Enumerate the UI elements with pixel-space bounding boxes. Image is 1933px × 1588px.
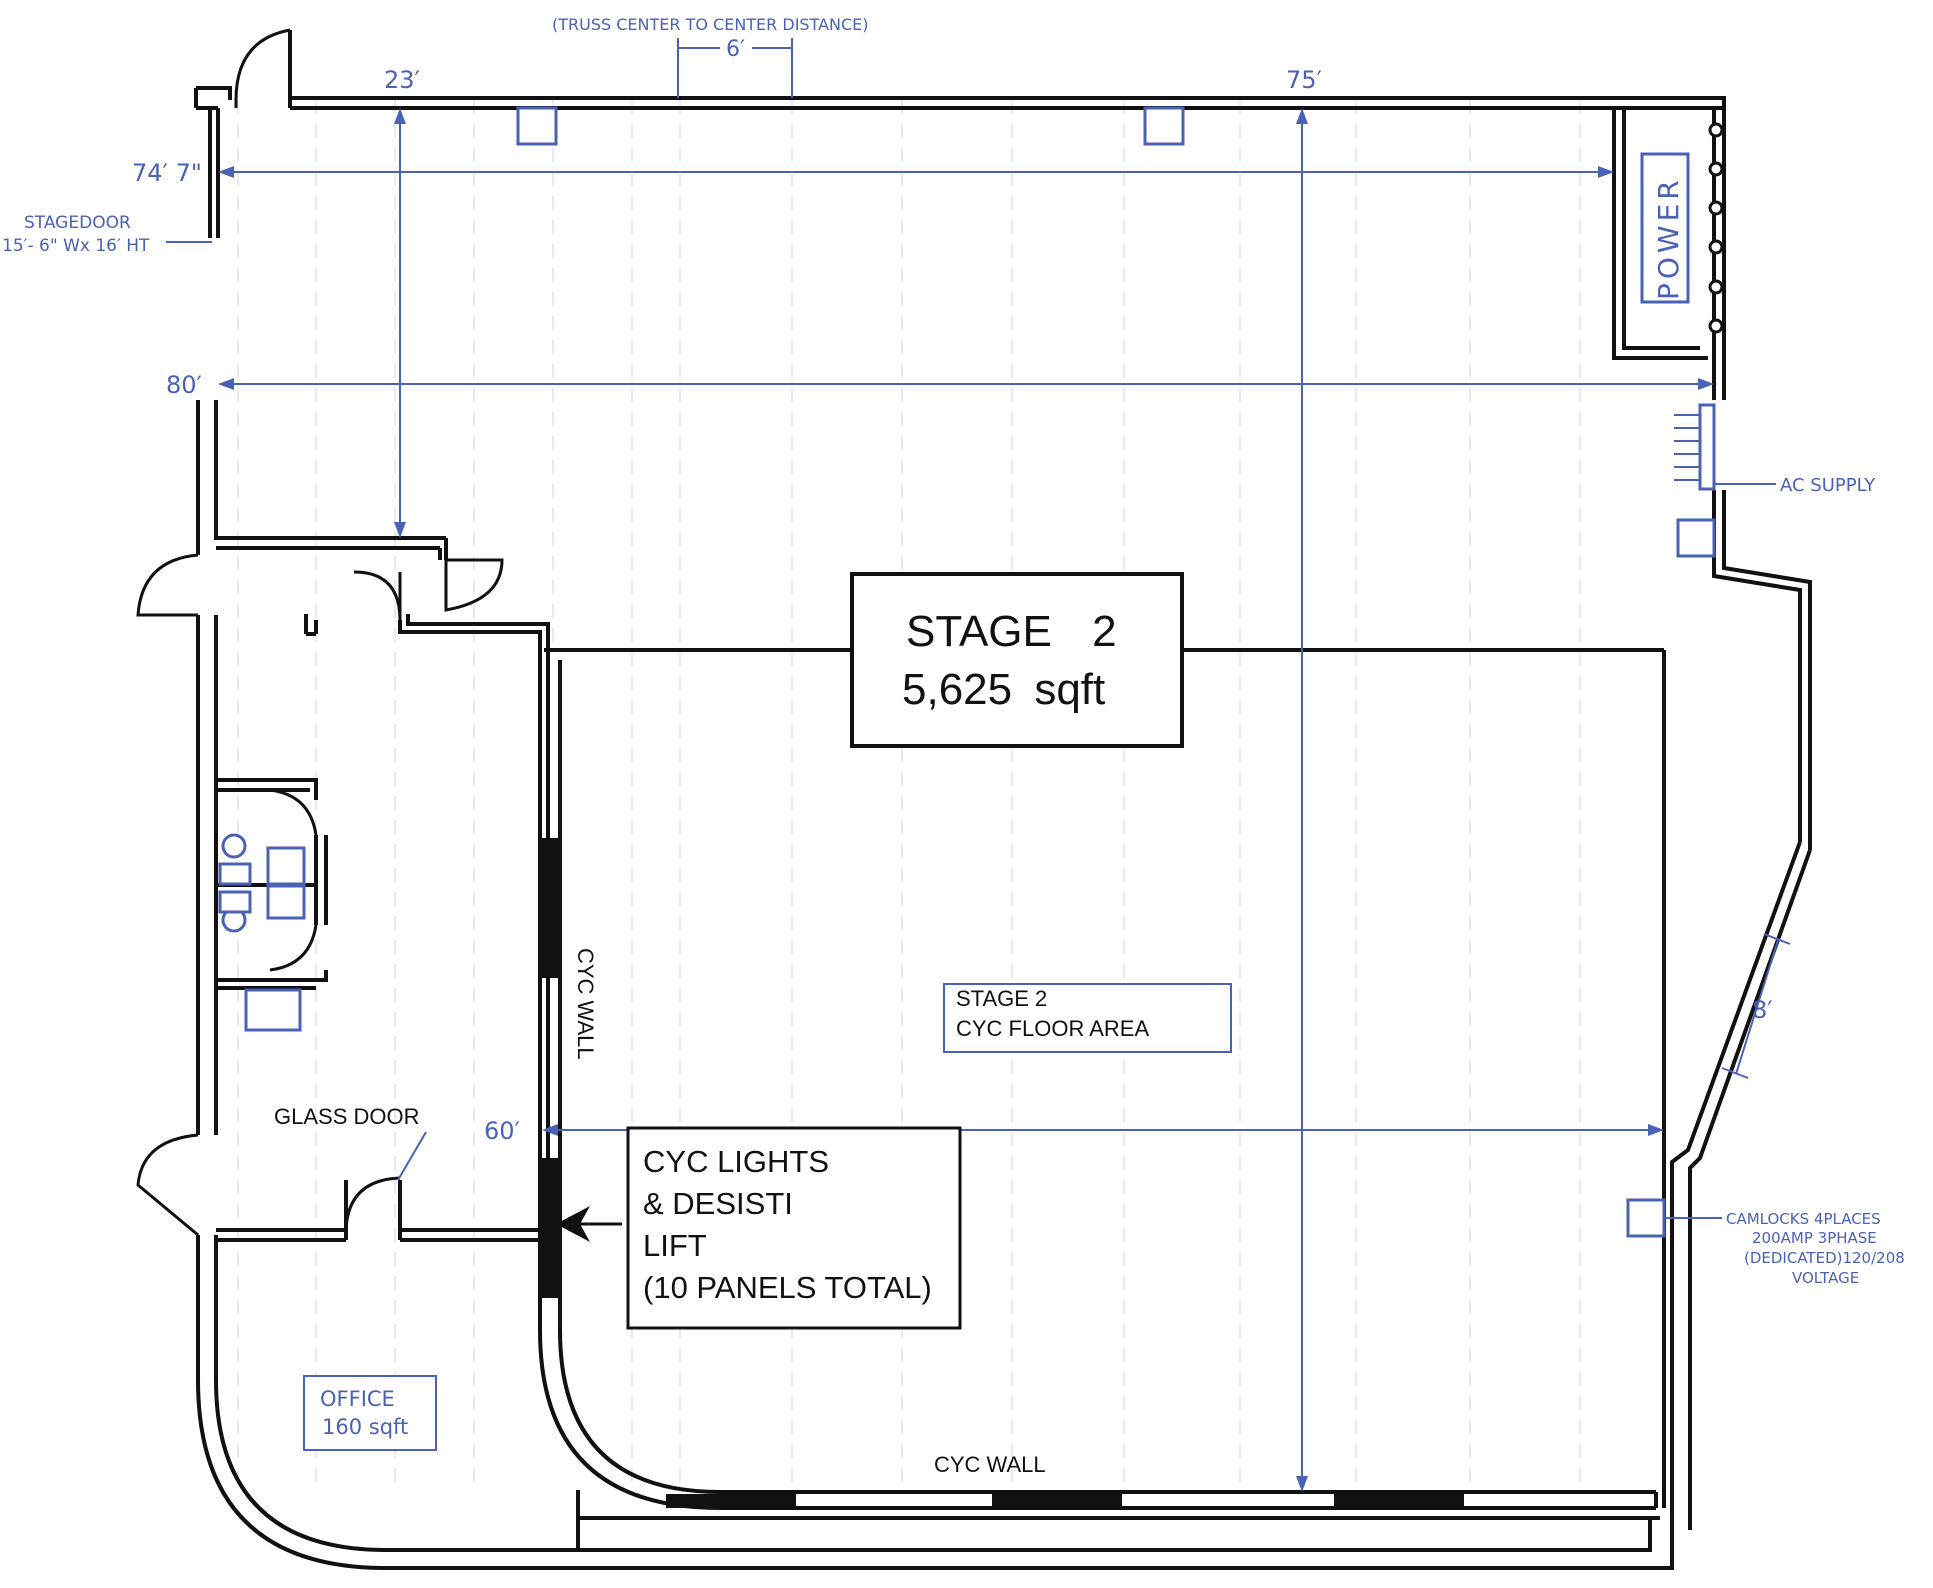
truss-note: (TRUSS CENTER TO CENTER DISTANCE) bbox=[552, 15, 869, 34]
power-outlet bbox=[1708, 318, 1724, 334]
cyc-panel bbox=[992, 1494, 1122, 1508]
camlock-box bbox=[1626, 1198, 1666, 1238]
sink-icon bbox=[266, 846, 306, 886]
truss-pad bbox=[1143, 106, 1185, 146]
stage-area: 5,625 sqft bbox=[902, 665, 1105, 714]
sink-icon bbox=[266, 884, 306, 920]
cyc-lights-callout: CYC LIGHTS & DESISTI LIFT (10 PANELS TOT… bbox=[556, 1126, 962, 1330]
camlocks-line3: (DEDICATED)120/208 bbox=[1744, 1249, 1905, 1267]
camlocks-line2: 200AMP 3PHASE bbox=[1752, 1229, 1877, 1247]
door-swing bbox=[344, 1176, 401, 1231]
office-line2: 160 sqft bbox=[322, 1415, 408, 1439]
stage-door-line2: 15′- 6" Wx 16′ HT bbox=[2, 236, 150, 256]
glass-door-label: GLASS DOOR bbox=[274, 1104, 419, 1129]
cyc-lights-line1: CYC LIGHTS bbox=[643, 1144, 829, 1179]
camlocks-note: CAMLOCKS 4PLACES 200AMP 3PHASE (DEDICATE… bbox=[1664, 1210, 1905, 1287]
door-swing bbox=[136, 553, 199, 617]
door-swing bbox=[444, 558, 504, 612]
cyc-panel bbox=[666, 1494, 796, 1508]
stage-title-block: STAGE 2 5,625 sqft bbox=[850, 572, 1184, 748]
cyc-stage-walls bbox=[538, 630, 1666, 1510]
cyc-lights-line4: (10 PANELS TOTAL) bbox=[643, 1270, 932, 1305]
door-swing bbox=[353, 570, 402, 621]
door-swing bbox=[269, 788, 318, 836]
power-label: POWER bbox=[1652, 176, 1685, 300]
cyc-floor-line2: CYC FLOOR AREA bbox=[956, 1016, 1149, 1041]
ac-supply: AC SUPPLY bbox=[1674, 403, 1876, 496]
stage-title: STAGE 2 bbox=[906, 607, 1117, 656]
cyc-wall-bottom-label: CYC WALL bbox=[934, 1452, 1046, 1477]
dimension-lines: (TRUSS CENTER TO CENTER DISTANCE) 6′ 23′… bbox=[132, 15, 1791, 1492]
cyc-width-dimension: 60′ bbox=[484, 1117, 520, 1145]
inner-width-dimension: 74′ 7" bbox=[132, 159, 202, 187]
door-swing bbox=[234, 28, 291, 101]
toilet-icon bbox=[221, 833, 247, 859]
cyc-panel bbox=[1334, 1494, 1464, 1508]
camlocks-line4: VOLTAGE bbox=[1792, 1269, 1859, 1287]
outer-width-dimension: 80′ bbox=[166, 371, 202, 399]
ac-unit-box bbox=[1676, 518, 1716, 558]
width-top-dimension: 75′ bbox=[1286, 66, 1322, 94]
building-walls bbox=[194, 30, 1812, 1570]
corner-dimension: 8′ bbox=[1752, 996, 1773, 1024]
power-outlet bbox=[1708, 200, 1724, 216]
power-outlet bbox=[1708, 279, 1724, 295]
stage-door-note: STAGEDOOR 15′- 6" Wx 16′ HT bbox=[2, 213, 212, 256]
toilet-tank bbox=[218, 890, 252, 914]
arrow-left-icon bbox=[556, 1206, 590, 1242]
cyc-lights-line3: LIFT bbox=[643, 1228, 707, 1263]
depth-dimension: 23′ bbox=[384, 66, 420, 94]
toilet-tank bbox=[218, 862, 252, 886]
fixtures bbox=[218, 106, 1716, 1238]
truss-pad bbox=[516, 106, 558, 146]
power-outlet bbox=[1708, 161, 1724, 177]
office-line1: OFFICE bbox=[320, 1387, 395, 1411]
stage-door-line1: STAGEDOOR bbox=[24, 213, 131, 233]
cyc-floor-label: STAGE 2 CYC FLOOR AREA bbox=[943, 983, 1232, 1053]
door-swing bbox=[269, 924, 318, 972]
cyc-lights-line2: & DESISTI bbox=[643, 1186, 793, 1221]
power-box bbox=[1640, 152, 1690, 304]
sink-icon bbox=[244, 988, 302, 1032]
power-outlet bbox=[1708, 122, 1724, 138]
power-outlet bbox=[1708, 239, 1724, 255]
cyc-wall-vertical-label: CYC WALL bbox=[573, 948, 598, 1060]
truss-spacing-label: 6′ bbox=[726, 37, 745, 62]
door-swing bbox=[136, 1133, 199, 1237]
cyc-floor-line1: STAGE 2 bbox=[956, 986, 1047, 1011]
interior-partitions bbox=[216, 536, 550, 1290]
doors bbox=[136, 28, 504, 1237]
camlocks-line1: CAMLOCKS 4PLACES bbox=[1726, 1210, 1881, 1228]
power-panel: POWER bbox=[1640, 122, 1724, 334]
ac-duct bbox=[1698, 403, 1716, 491]
office-label: OFFICE 160 sqft bbox=[303, 1375, 437, 1451]
glass-door-note: GLASS DOOR bbox=[274, 1104, 427, 1181]
ac-supply-label: AC SUPPLY bbox=[1780, 475, 1876, 496]
